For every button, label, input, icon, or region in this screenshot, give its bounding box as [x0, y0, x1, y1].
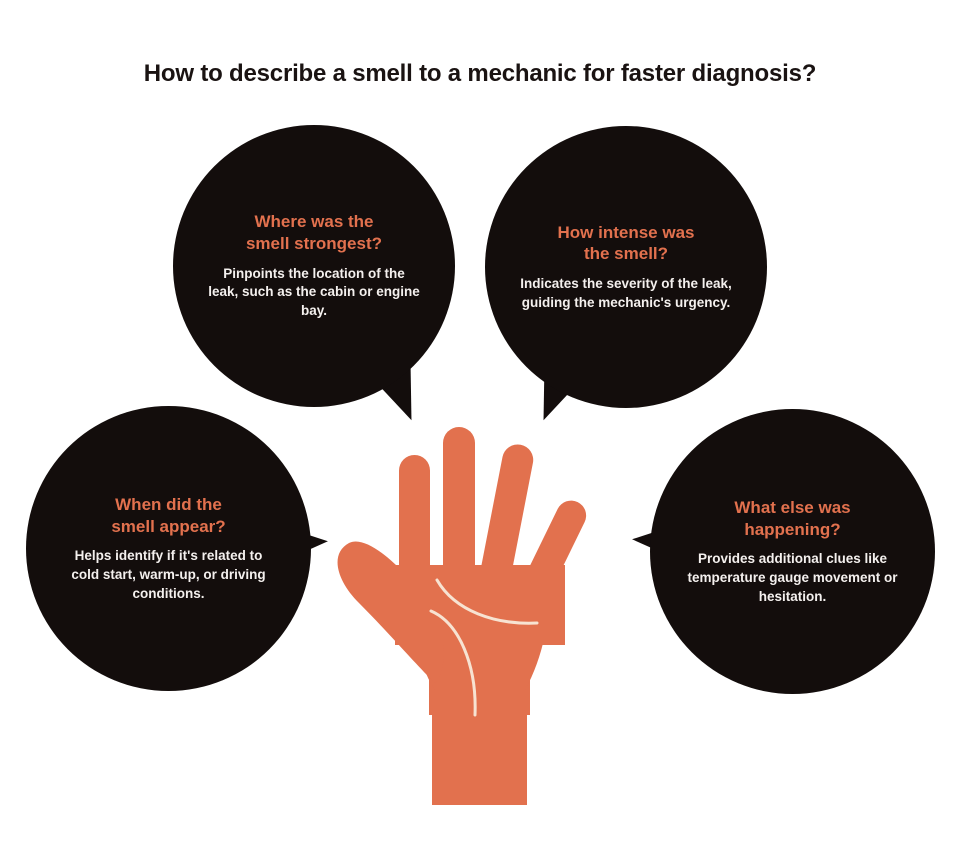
bubble-body: Pinpoints the location of the leak, such…	[208, 265, 420, 319]
hand-illustration	[325, 415, 635, 805]
bubble-body: Helps identify if it's related to cold s…	[71, 548, 266, 601]
palm-crease-lines	[429, 578, 539, 717]
bubble-body: Provides additional clues like temperatu…	[687, 551, 898, 604]
page-title: How to describe a smell to a mechanic fo…	[143, 60, 817, 88]
bubble-body: Indicates the severity of the leak, guid…	[520, 276, 732, 310]
hand-shape	[337, 427, 587, 805]
